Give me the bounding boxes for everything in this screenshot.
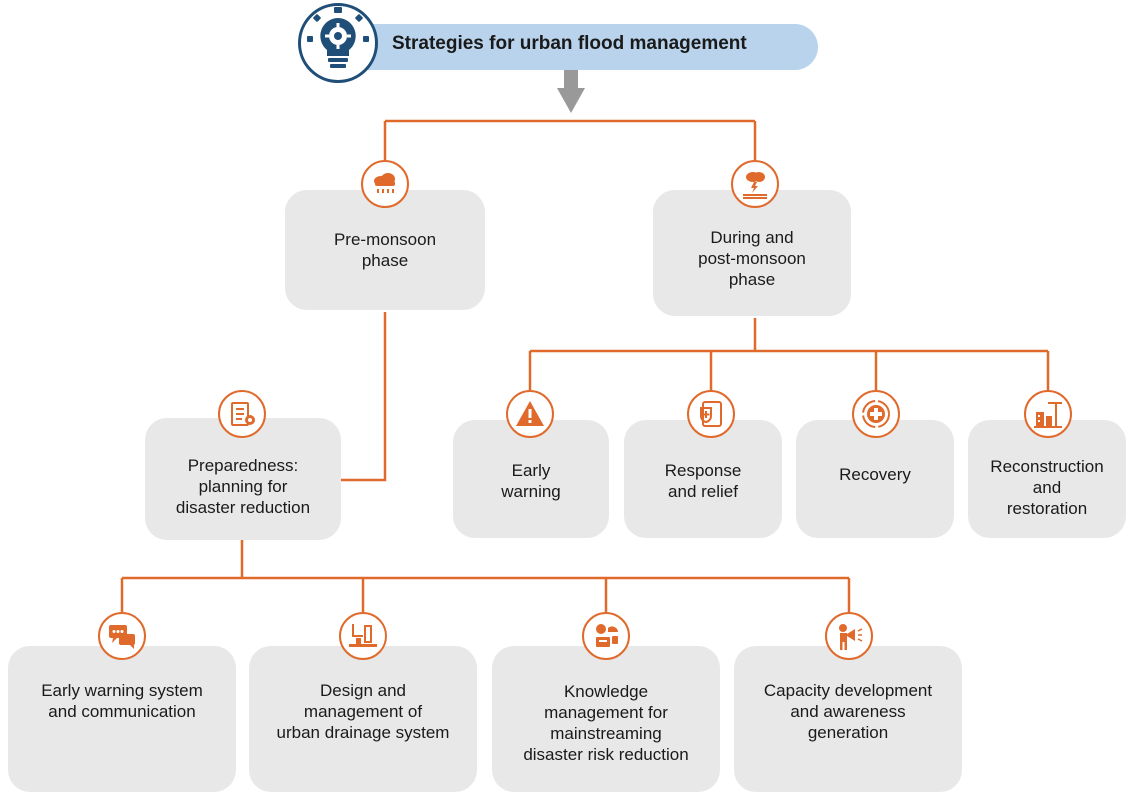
- urban-drainage-box: Design and management of urban drainage …: [249, 646, 477, 792]
- recovery-cross-icon: [852, 390, 900, 438]
- knowledge-management-label: Knowledge management for mainstreaming d…: [523, 682, 689, 764]
- post-to-items-connector: [528, 318, 1050, 390]
- knowledge-network-icon: [582, 612, 630, 660]
- title-to-phases-connector: [383, 119, 757, 160]
- title-banner: [340, 24, 818, 70]
- early-warning-label: Early warning: [501, 461, 561, 501]
- preparedness-to-items-connector: [120, 540, 851, 612]
- capacity-development-label: Capacity development and awareness gener…: [763, 680, 933, 742]
- megaphone-person-icon: [825, 612, 873, 660]
- construction-crane-icon: [1024, 390, 1072, 438]
- early-warning-box: Early warning: [453, 420, 609, 538]
- drainage-pipes-icon: [339, 612, 387, 660]
- diagram-title: Strategies for urban flood management: [392, 33, 747, 54]
- early-warning-system-box: Early warning system and communication: [8, 646, 236, 792]
- warning-icon: [506, 390, 554, 438]
- lightbulb-gear-icon: [298, 3, 378, 83]
- storm-flood-icon: [731, 160, 779, 208]
- response-relief-box: Response and relief: [624, 420, 782, 538]
- knowledge-management-box: Knowledge management for mainstreaming d…: [492, 646, 720, 792]
- down-arrow-icon: [557, 70, 585, 113]
- recovery-label: Recovery: [839, 464, 911, 484]
- early-warning-system-label: Early warning system and communication: [41, 681, 203, 721]
- rain-cloud-icon: [361, 160, 409, 208]
- pre-to-preparedness-connector: [340, 312, 387, 482]
- pre-monsoon-phase-box: Pre-monsoon phase: [285, 190, 485, 310]
- reconstruction-label: Reconstruction and restoration: [990, 456, 1104, 518]
- preparedness-box: Preparedness: planning for disaster redu…: [145, 418, 341, 540]
- response-relief-label: Response and relief: [664, 461, 742, 501]
- checklist-gear-icon: [218, 390, 266, 438]
- reconstruction-box: Reconstruction and restoration: [968, 420, 1126, 538]
- pre-monsoon-phase-label: Pre-monsoon phase: [333, 230, 437, 270]
- preparedness-label: Preparedness: planning for disaster redu…: [175, 455, 311, 517]
- urban-drainage-label: Design and management of urban drainage …: [276, 680, 450, 742]
- post-monsoon-phase-label: During and post-monsoon phase: [698, 227, 806, 289]
- recovery-box: Recovery: [796, 420, 954, 538]
- shield-clipboard-icon: [687, 390, 735, 438]
- chat-bubbles-icon: [98, 612, 146, 660]
- post-monsoon-phase-box: During and post-monsoon phase: [653, 190, 851, 316]
- capacity-development-box: Capacity development and awareness gener…: [734, 646, 962, 792]
